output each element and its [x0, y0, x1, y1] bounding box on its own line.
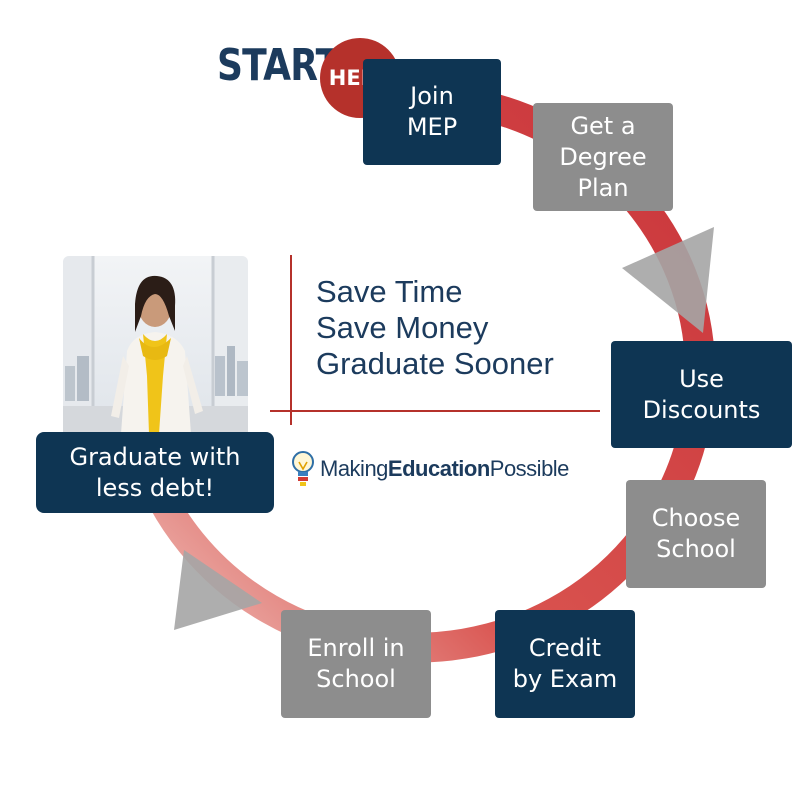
- arrow-head-right-icon: [622, 227, 714, 333]
- tagline-line-3: Graduate Sooner: [316, 346, 554, 381]
- graduate-woman-photo: [63, 256, 248, 434]
- tagline-line-2: Save Money: [316, 310, 489, 345]
- start-label: START: [217, 40, 340, 91]
- step-use-discounts: Use Discounts: [611, 341, 792, 448]
- step-choose-school: Choose School: [626, 480, 766, 588]
- step-graduate: Graduate with less debt!: [36, 432, 274, 513]
- divider-vertical: [290, 255, 292, 425]
- brand-logo: MakingEducationPossible: [292, 446, 569, 492]
- tagline: Save Time Save Money Graduate Sooner: [316, 274, 554, 382]
- arrow-head-left-icon: [174, 550, 262, 630]
- step-join-mep: Join MEP: [363, 59, 501, 165]
- lightbulb-icon: [292, 451, 314, 486]
- step-credit-by-exam: Credit by Exam: [495, 610, 635, 718]
- step-enroll-school: Enroll in School: [281, 610, 431, 718]
- logo-text: MakingEducationPossible: [320, 456, 569, 481]
- tagline-line-1: Save Time: [316, 274, 463, 309]
- divider-horizontal: [270, 410, 600, 412]
- step-degree-plan: Get a Degree Plan: [533, 103, 673, 211]
